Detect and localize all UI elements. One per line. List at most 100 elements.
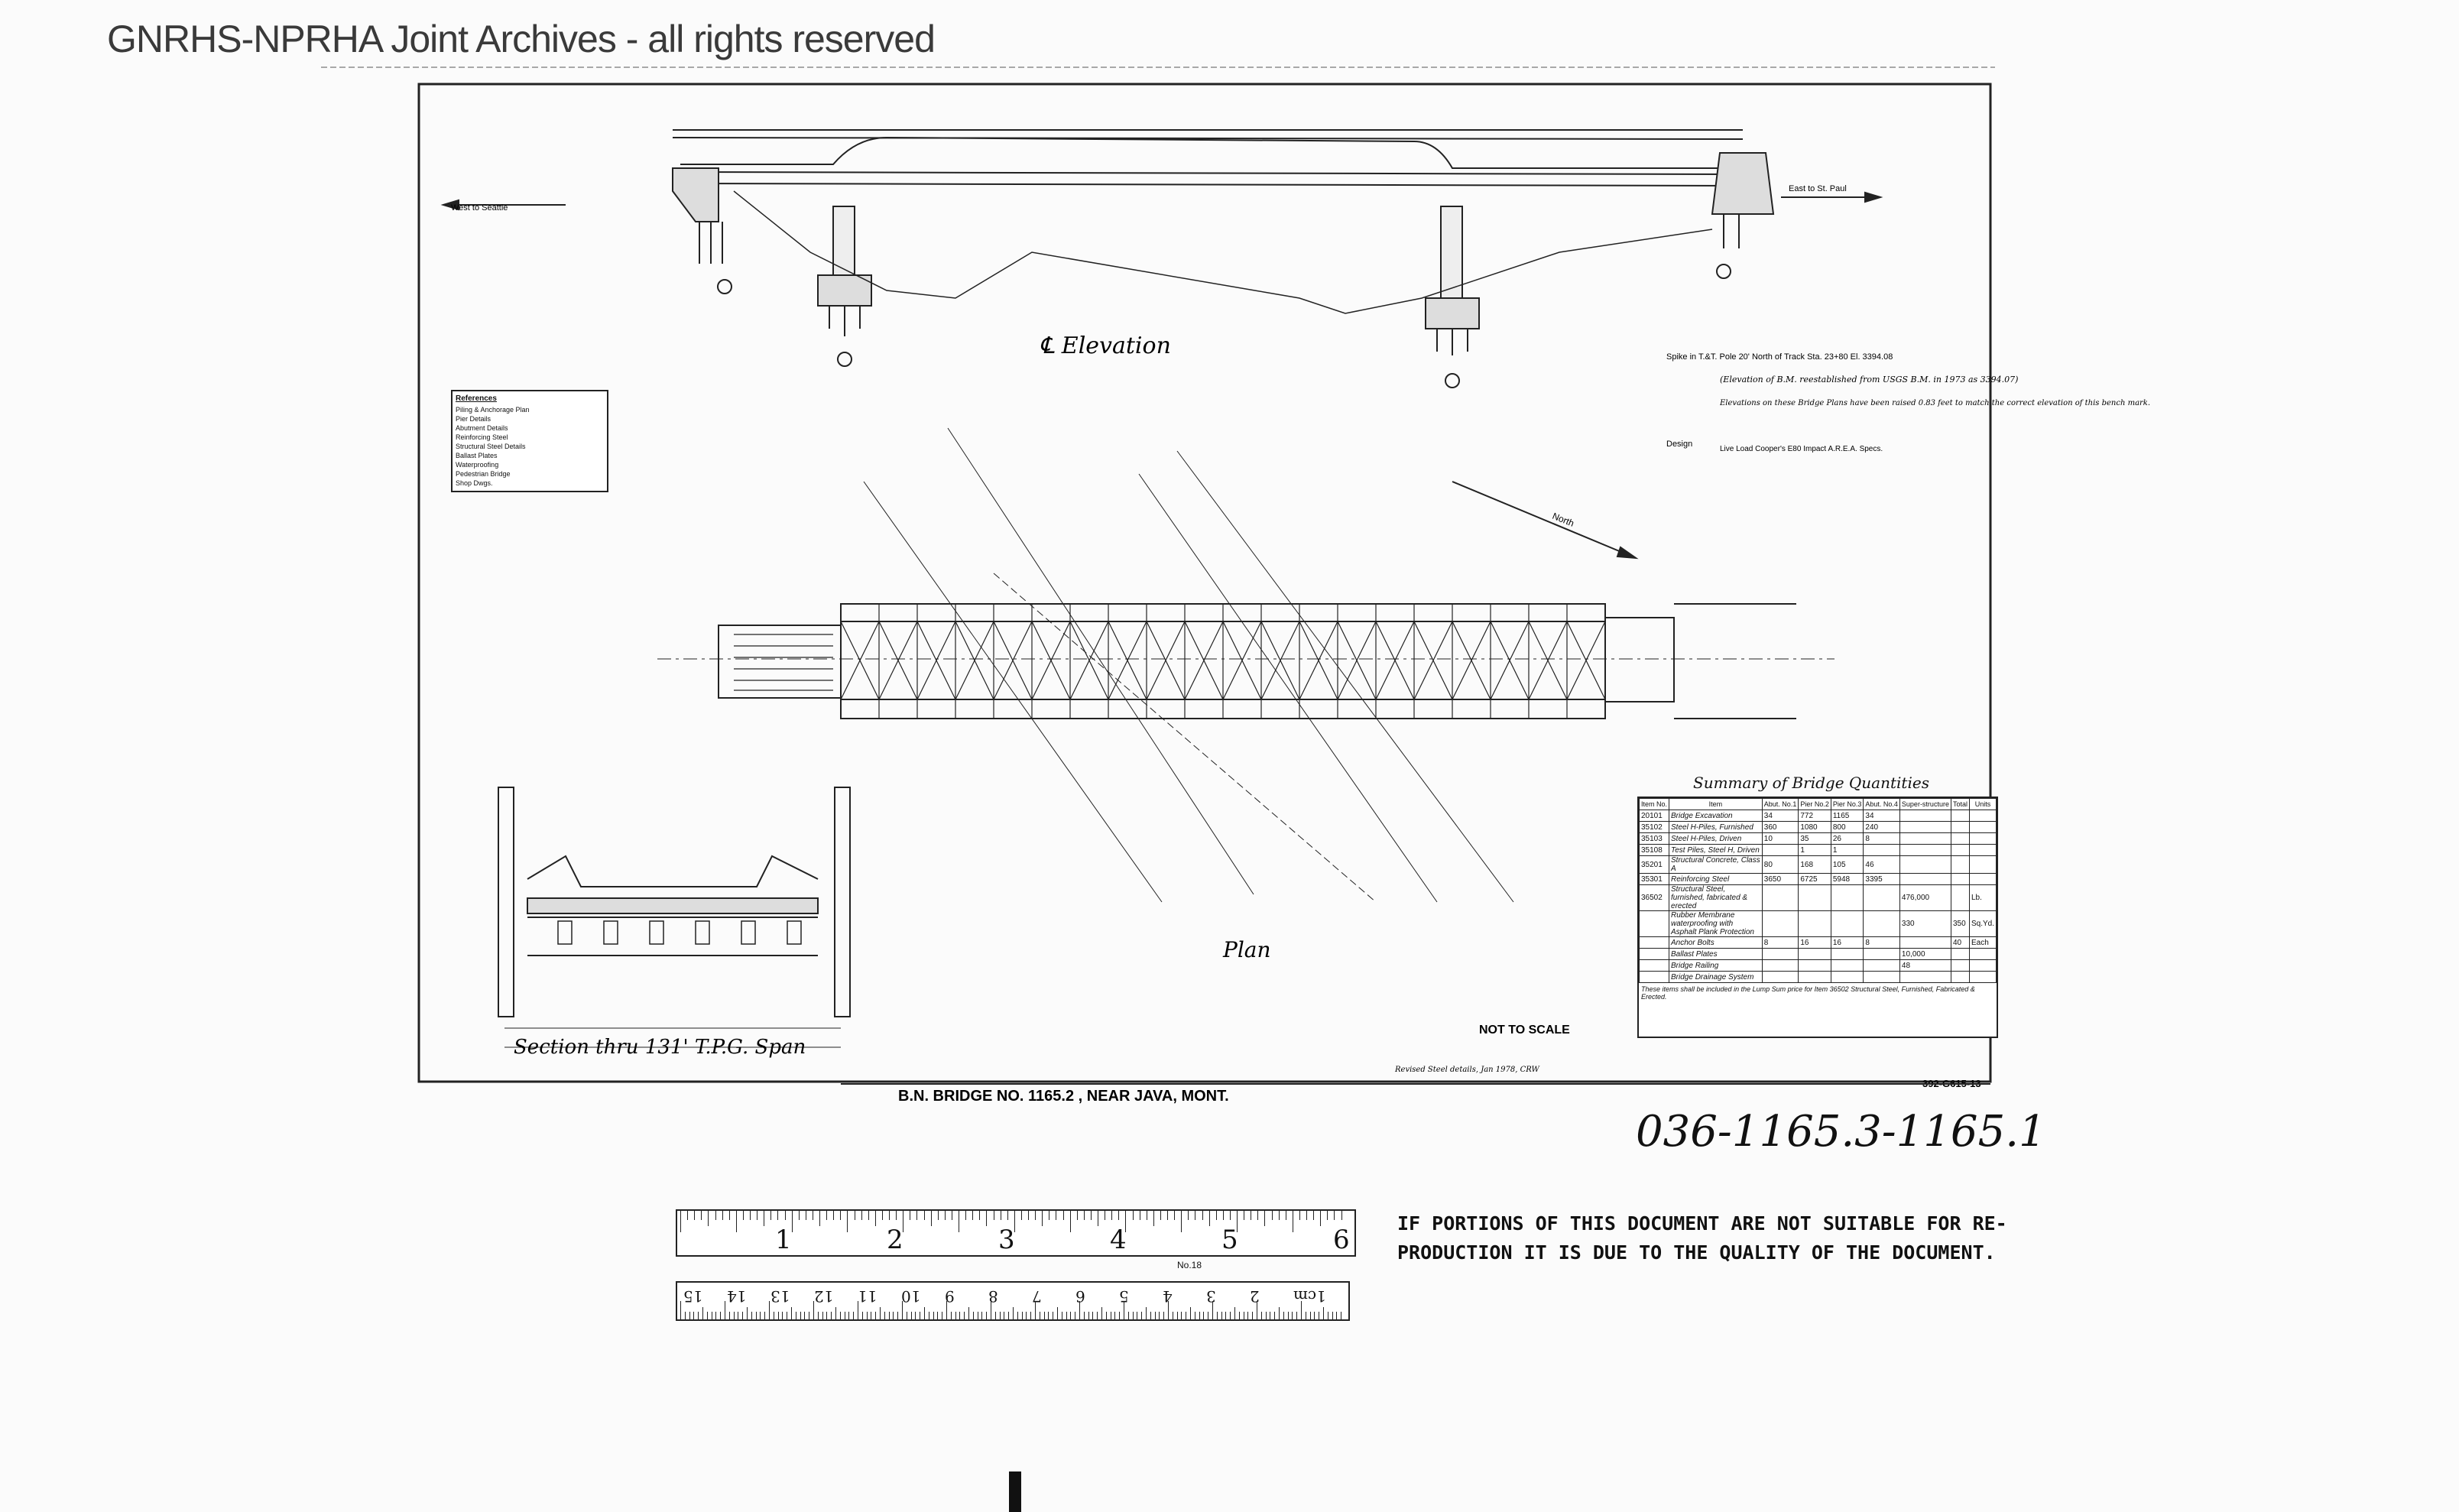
summary-cell	[1950, 844, 1970, 856]
ruler-tick	[1035, 1211, 1036, 1220]
ruler-tick	[1341, 1211, 1342, 1220]
scan-mark	[1009, 1471, 1021, 1512]
design-values: Live Load Cooper's E80 Impact A.R.E.A. S…	[1720, 445, 1883, 453]
ruler-tick	[1062, 1211, 1064, 1220]
ruler-inch-number: 2	[887, 1225, 903, 1255]
ruler-tick	[1035, 1301, 1036, 1319]
bench-mark-note: Spike in T.&T. Pole 20' North of Track S…	[1666, 352, 1893, 362]
reference-item: Pedestrian Bridge	[456, 470, 511, 478]
summary-cell	[1798, 884, 1831, 911]
elevation-note-2: Elevations on these Bridge Plans have be…	[1719, 399, 2150, 407]
summary-cell	[1950, 959, 1970, 972]
reference-item: Piling & Anchorage Plan	[456, 406, 530, 414]
ruler-tick	[1247, 1312, 1249, 1319]
ruler-tick	[923, 1211, 925, 1220]
ruler-tick	[770, 1211, 772, 1220]
summary-cell: 34	[1863, 810, 1900, 822]
ruler-tick	[875, 1312, 877, 1319]
summary-cell	[1830, 959, 1864, 972]
plan-title: Plan	[1222, 937, 1271, 962]
summary-cell	[1830, 910, 1864, 937]
summary-header-cell: Abut. No.4	[1863, 798, 1900, 810]
archive-watermark: GNRHS-NPRHA Joint Archives - all rights …	[107, 18, 936, 60]
ruler-tick	[1088, 1312, 1089, 1319]
ruler-tick	[833, 1211, 835, 1220]
ruler-tick	[1101, 1307, 1102, 1319]
summary-cell	[1830, 971, 1864, 983]
ruler-tick	[680, 1211, 681, 1232]
truss-brace	[1452, 621, 1491, 700]
summary-cell: 35301	[1638, 873, 1670, 885]
summary-cell: 1080	[1798, 821, 1831, 833]
ruler-tick	[1336, 1312, 1338, 1319]
ruler-tick	[1283, 1312, 1284, 1319]
ruler-tick	[910, 1312, 912, 1319]
ruler-tick	[1260, 1312, 1262, 1319]
summary-cell: 35108	[1638, 844, 1670, 856]
ruler-tick	[1274, 1312, 1276, 1319]
ruler-tick	[968, 1307, 969, 1319]
ruler-tick	[687, 1211, 689, 1220]
ruler-tick	[1048, 1312, 1049, 1319]
truss-brace	[1222, 621, 1262, 700]
ruler-tick	[897, 1312, 899, 1319]
summary-cell: 3650	[1761, 873, 1799, 885]
ruler-tick	[930, 1211, 932, 1226]
summary-cell: 8	[1863, 832, 1900, 845]
ruler-tick	[1314, 1312, 1315, 1319]
ruler-tick	[1265, 1312, 1267, 1319]
ruler-tick	[999, 1312, 1001, 1319]
ruler-tick	[1278, 1211, 1280, 1220]
ruler-tick	[1007, 1211, 1008, 1220]
ruler-tick	[1114, 1312, 1116, 1319]
summary-header-cell: Units	[1968, 798, 1997, 810]
ruler-tick	[777, 1312, 779, 1319]
summary-cell	[1899, 936, 1951, 949]
truss-brace	[1184, 621, 1224, 700]
ruler-tick	[848, 1312, 850, 1319]
ruler-tick	[1222, 1211, 1224, 1220]
summary-header-cell: Item	[1669, 798, 1763, 810]
summary-cell	[1761, 910, 1799, 937]
not-to-scale-label: NOT TO SCALE	[1479, 1024, 1570, 1037]
summary-cell: Sq.Yd.	[1968, 910, 1997, 937]
revision-note: Revised Steel details, Jan 1978, CRW	[1394, 1066, 1540, 1074]
truss-brace	[1566, 621, 1606, 700]
ruler-tick	[769, 1301, 770, 1319]
ruler-tick	[826, 1211, 828, 1220]
ruler-tick	[1296, 1312, 1298, 1319]
ruler-tick	[1083, 1312, 1085, 1319]
ruler-tick	[1292, 1312, 1293, 1319]
summary-cell	[1899, 873, 1951, 885]
ruler-cm-number: 15	[683, 1287, 703, 1306]
summary-cell: 1	[1830, 844, 1864, 856]
summary-cell	[1863, 844, 1900, 856]
ruler-tick	[1043, 1312, 1045, 1319]
summary-cell: 3395	[1863, 873, 1900, 885]
ruler-tick	[1111, 1211, 1113, 1220]
ruler-tick	[861, 1211, 862, 1220]
ruler-tick	[1299, 1211, 1300, 1220]
summary-cell	[1950, 948, 1970, 960]
ruler-tick	[1069, 1211, 1071, 1232]
summary-footnote: These items shall be included in the Lum…	[1641, 985, 1975, 1001]
summary-cell	[1899, 821, 1951, 833]
ruler-tick	[708, 1211, 709, 1226]
ruler-tick	[839, 1312, 841, 1319]
summary-cell: Lb.	[1968, 884, 1997, 911]
summary-cell	[1950, 832, 1970, 845]
ruler-tick	[1306, 1211, 1307, 1220]
summary-cell: Bridge Railing	[1669, 959, 1763, 972]
ruler-tick	[800, 1312, 801, 1319]
summary-cell: 80	[1761, 855, 1799, 874]
summary-cell	[1968, 844, 1997, 856]
summary-cell	[1950, 821, 1970, 833]
ruler-tick	[728, 1211, 730, 1220]
file-number: 036-1165.3-1165.1	[1636, 1107, 2046, 1157]
ruler-tick	[1264, 1211, 1266, 1226]
design-label: Design	[1666, 440, 1692, 449]
reference-item: Reinforcing Steel	[456, 433, 508, 441]
ruler-tick	[733, 1312, 735, 1319]
